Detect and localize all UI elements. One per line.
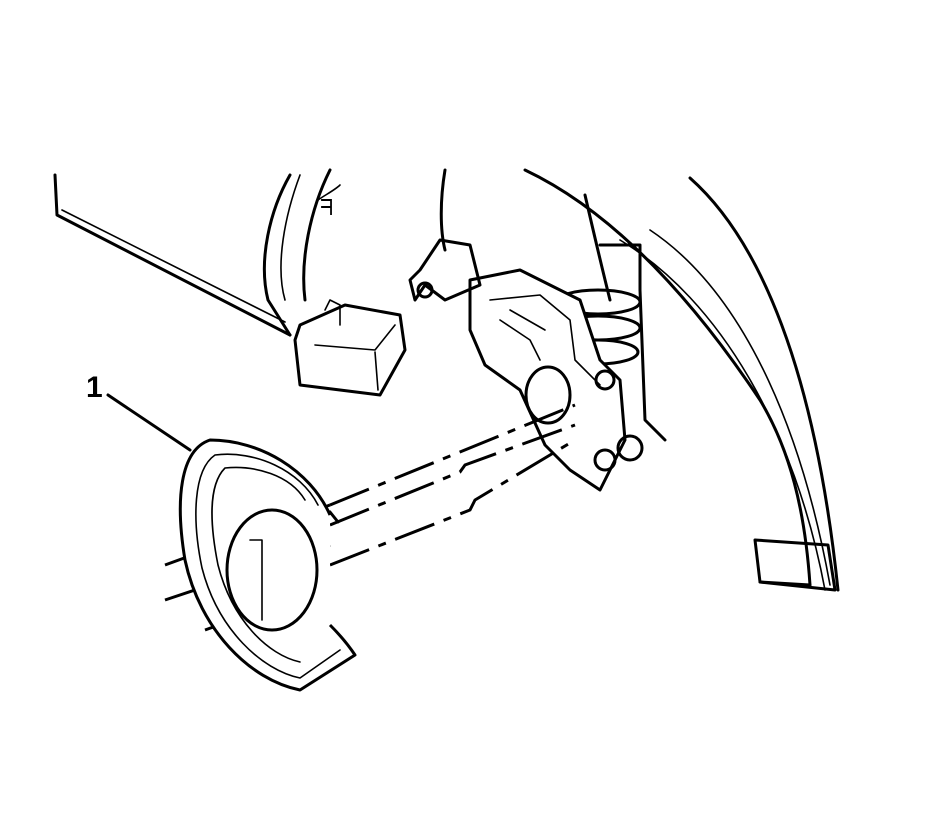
- wheel-arch: [439, 168, 840, 592]
- callout-1: 1: [86, 371, 192, 452]
- rocker-bracket: [293, 299, 407, 397]
- brake-shield: [178, 438, 357, 692]
- callout-label-1: 1: [86, 371, 103, 404]
- svg-text:ᖷ: ᖷ: [320, 195, 333, 220]
- body-side-panel: ᖷ: [53, 168, 341, 337]
- coil-spring: [554, 243, 667, 442]
- knuckle-assembly: [408, 238, 644, 492]
